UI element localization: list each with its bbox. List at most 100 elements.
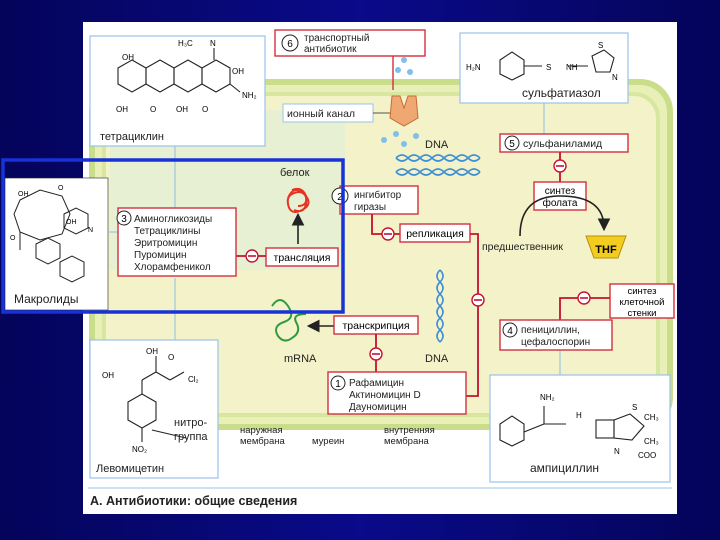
- dna-top-label: DNA: [425, 139, 449, 151]
- nitro-group-note: группа: [174, 431, 208, 443]
- group3-item: Эритромицин: [134, 238, 197, 249]
- group6-box: 6 транспортный антибиотик: [274, 29, 426, 57]
- replication-box: репликация: [399, 223, 471, 243]
- transcription-box: транскрипция: [333, 315, 419, 335]
- group1-item: Актиномицин D: [349, 390, 421, 401]
- dna-helix-horizontal: [395, 154, 481, 176]
- group2-box: 2 ингибитор гиразы: [331, 185, 419, 215]
- group2-number: 2: [337, 192, 343, 203]
- group4-line1: пенициллин,: [521, 325, 580, 336]
- inhibit-marker: [471, 293, 485, 307]
- outer-membrane-label: мембрана: [240, 436, 285, 447]
- group3-box: 3 Аминогликозиды Тетрациклины Эритромици…: [116, 207, 237, 277]
- folate-line2: фолата: [543, 197, 578, 209]
- protein-label: белок: [280, 167, 310, 179]
- chem-label: O: [168, 353, 174, 362]
- cellwall-line1: синтез: [628, 286, 657, 297]
- protein-blob: [286, 187, 310, 213]
- chem-label: NH₂: [242, 91, 257, 100]
- chem-label: N: [210, 39, 216, 48]
- ion-channel-label-box: ионный канал: [282, 103, 374, 123]
- group6-line2: антибиотик: [304, 43, 357, 55]
- dna-bottom-label: DNA: [425, 353, 449, 365]
- sulfathiazole-caption: сульфатиазол: [522, 86, 601, 100]
- macrolides-caption: Макролиды: [14, 292, 78, 306]
- sulfathiazole-panel: H₂N S NH S N сульфатиазол: [459, 32, 629, 104]
- macrolide-structure: [13, 189, 89, 283]
- inner-membrane-label: мембрана: [384, 436, 429, 447]
- chem-label: N: [88, 227, 93, 234]
- chem-label: CH₃: [644, 437, 659, 446]
- group3-number: 3: [121, 214, 127, 225]
- group1-item: Дауномицин: [349, 402, 407, 413]
- chem-label: OH: [66, 219, 77, 226]
- chem-label: H₂N: [466, 63, 481, 72]
- nitro-group-note: нитро-: [174, 417, 207, 429]
- chem-label: O: [58, 185, 64, 192]
- chloramphenicol-panel: OH OH O Cl₂ NO₂ нитро- группа Левомицети…: [89, 339, 219, 479]
- replication-label: репликация: [406, 228, 464, 240]
- murein-label: муреин: [312, 436, 344, 447]
- inhibit-marker: [553, 159, 567, 173]
- transcription-label: транскрипция: [342, 320, 409, 332]
- chem-label: H: [576, 411, 582, 420]
- group2-line1: ингибитор: [354, 189, 402, 201]
- chem-label: CH₃: [644, 413, 659, 422]
- macrolides-panel: OH O OH N O Макролиды: [4, 177, 109, 311]
- chem-label: S: [598, 41, 603, 50]
- group1-box: 1 Рафамицин Актиномицин D Дауномицин: [327, 371, 467, 415]
- tetracycline-panel: OH H₃C N OH NH₂ OH O OH O тетрациклин: [89, 35, 266, 147]
- group4-box: 4 пенициллин, цефалоспорин: [499, 319, 613, 351]
- cellwall-box: синтез клеточной стенки: [609, 283, 675, 319]
- tetracycline-structure: [117, 48, 241, 93]
- group6-number: 6: [287, 39, 293, 50]
- chem-label: N: [614, 447, 620, 456]
- chem-label: Cl₂: [188, 375, 199, 384]
- ion-channel-label: ионный канал: [287, 108, 355, 120]
- title-bar: [83, 486, 677, 514]
- group5-box: 5 сульфаниламид: [499, 133, 629, 153]
- ampicillin-structure: [499, 406, 645, 447]
- inhibit-marker: [381, 227, 395, 241]
- sulfathiazole-structure: [499, 49, 615, 81]
- chem-label: O: [10, 235, 16, 242]
- group3-item: Хлорамфеникол: [134, 261, 211, 273]
- chem-label: OH: [176, 105, 188, 114]
- translation-box: трансляция: [265, 247, 339, 267]
- chem-label: S: [632, 403, 637, 412]
- chem-label: OH: [232, 67, 244, 76]
- thf-box: THF: [585, 235, 627, 259]
- diagram-title: А. Антибиотики: общие сведения: [90, 494, 297, 508]
- chem-label: N: [612, 73, 618, 82]
- group1-number: 1: [335, 379, 341, 390]
- cellwall-line3: стенки: [628, 308, 657, 319]
- group1-item: Рафамицин: [349, 377, 404, 389]
- chem-label: O: [150, 105, 156, 114]
- inner-membrane-label: внутренняя: [384, 425, 435, 436]
- highlight-frame: [1, 158, 345, 314]
- chloramphenicol-structure: [127, 356, 187, 442]
- chem-label: NH: [566, 63, 578, 72]
- mrna-label: mRNA: [284, 353, 317, 365]
- group3-item: Пуромицин: [134, 250, 187, 261]
- dna-helix-vertical: [436, 269, 444, 343]
- group5-label: сульфаниламид: [523, 138, 602, 150]
- chem-label: OH: [116, 105, 128, 114]
- precursor-label: предшественник: [482, 241, 563, 253]
- group2-line2: гиразы: [354, 202, 386, 213]
- chem-label: OH: [146, 347, 158, 356]
- ion-channel: [381, 57, 419, 147]
- ampicillin-caption: ампициллин: [530, 461, 599, 475]
- chem-label: OH: [122, 53, 134, 62]
- group6-line1: транспортный: [304, 33, 369, 44]
- group4-number: 4: [507, 326, 513, 337]
- panel-connectors: [108, 103, 561, 375]
- cellwall-line: [559, 297, 610, 320]
- chem-label: NO₂: [132, 445, 147, 454]
- outer-membrane-label: наружная: [240, 425, 283, 436]
- chem-label: S: [546, 63, 551, 72]
- inhibit-marker: [369, 347, 383, 361]
- group5-number: 5: [509, 139, 515, 150]
- chloramphenicol-caption: Левомицетин: [96, 463, 164, 475]
